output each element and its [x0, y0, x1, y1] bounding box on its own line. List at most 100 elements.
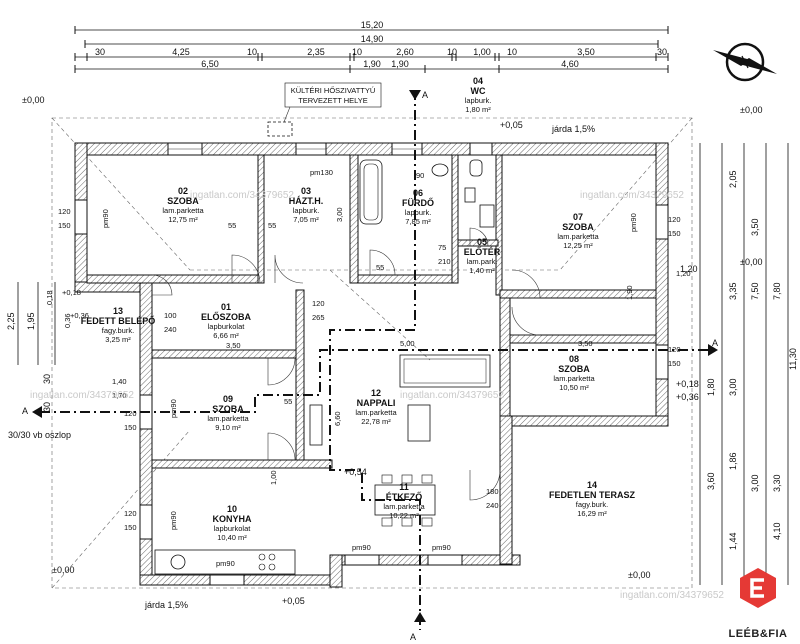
dim-row3-ticks — [74, 53, 669, 61]
north-arrow-icon — [713, 42, 777, 82]
svg-text:3,50: 3,50 — [578, 339, 593, 348]
misc-dimension-labels: pm90 120 150 pm130 55 55 3,00 90 75 210 … — [58, 168, 691, 568]
dim-right-11: 3,30 — [772, 474, 782, 492]
sink-icon — [431, 163, 449, 177]
tv-stand-icon — [309, 404, 323, 446]
svg-text:SZOBA: SZOBA — [212, 404, 244, 414]
section-arrow-top-icon — [409, 90, 421, 100]
svg-text:ingatlan.com/34379652: ingatlan.com/34379652 — [580, 190, 684, 201]
dim-left-1: 1,95 — [26, 312, 36, 330]
svg-text:1,70: 1,70 — [112, 391, 127, 400]
svg-text:pm90: pm90 — [432, 543, 451, 552]
room-13: 13 FEDETT BELÉPŐ fagy.burk. 3,25 m² — [81, 306, 156, 344]
svg-text:04: 04 — [473, 76, 483, 86]
dim-right-8: 3,00 — [728, 378, 738, 396]
dim-right-6: 11,30 — [788, 348, 798, 370]
svg-text:150: 150 — [58, 221, 71, 230]
level-entry-low: +0,36 — [70, 311, 89, 320]
svg-text:120: 120 — [58, 207, 71, 216]
svg-text:ingatlan.com/34379652: ingatlan.com/34379652 — [30, 390, 134, 401]
svg-text:pm90: pm90 — [216, 559, 235, 568]
svg-text:WC: WC — [471, 86, 486, 96]
svg-text:22,78 m²: 22,78 m² — [361, 417, 391, 426]
svg-text:12: 12 — [371, 388, 381, 398]
section-label-top: A — [422, 90, 428, 100]
svg-text:02: 02 — [178, 186, 188, 196]
svg-text:fagy.burk.: fagy.burk. — [102, 326, 134, 335]
dim-r4-0: 6,50 — [201, 59, 219, 69]
svg-text:1,20: 1,20 — [676, 269, 691, 278]
level-wc: +0,05 — [500, 120, 523, 130]
sofa-icon — [399, 354, 491, 388]
svg-text:HÁZT.H.: HÁZT.H. — [289, 196, 324, 206]
level-dining: +0,54 — [344, 467, 367, 477]
svg-text:pm90: pm90 — [169, 511, 178, 530]
dim-right-1: 3,50 — [750, 218, 760, 236]
svg-text:10: 10 — [227, 504, 237, 514]
dim-r3-9: 3,50 — [577, 47, 595, 57]
svg-text:lam.parketta: lam.parketta — [162, 206, 204, 215]
room-08: 08 SZOBA lam.parketta 10,50 m² — [553, 354, 595, 392]
svg-text:SZOBA: SZOBA — [562, 222, 594, 232]
dim-r3-0: 30 — [95, 47, 105, 57]
dim-r4-1: 1,90 — [363, 59, 381, 69]
svg-text:lapburk.: lapburk. — [293, 206, 320, 215]
svg-text:100: 100 — [164, 311, 177, 320]
svg-text:13: 13 — [113, 306, 123, 316]
room-01: 01 ELŐSZOBA lapburkolat 6,66 m² — [201, 302, 252, 340]
svg-text:1,40: 1,40 — [112, 377, 127, 386]
stove-icon — [258, 553, 276, 571]
svg-text:1,90: 1,90 — [625, 285, 634, 300]
level-right-mid: ±0,00 — [740, 257, 762, 267]
room-14: 14 FEDETLEN TERASZ fagy.burk. 16,29 m² — [549, 480, 636, 518]
section-label-left: A — [22, 406, 28, 416]
svg-text:120: 120 — [668, 215, 681, 224]
bathtub-icon — [359, 159, 383, 225]
dim-r3-4: 10 — [352, 47, 362, 57]
dim-right-9: 1,86 — [728, 452, 738, 470]
dim-r3-10: 30 — [657, 47, 667, 57]
room-10: 10 KONYHA lapburkolat 10,40 m² — [212, 504, 252, 542]
level-markers: ±0,00 ±0,00 ±0,00 ±0,00 ±0,00 +0,05 +0,1… — [22, 95, 762, 606]
level-right-top: ±0,00 — [740, 105, 762, 115]
heat-pump-note: KÜLTÉRI HŐSZIVATTYÚ TERVEZETT HELYE — [283, 82, 382, 123]
section-lines — [32, 90, 718, 630]
dim-right-2: 1,20 — [680, 264, 698, 274]
svg-text:11: 11 — [399, 482, 409, 492]
svg-text:lam.parketta: lam.parketta — [355, 408, 397, 417]
room-06: 06 FÜRDŐ lapburk. 7,85 m² — [402, 188, 434, 226]
toilet-icon — [469, 159, 483, 177]
svg-text:ingatlan.com/34379652: ingatlan.com/34379652 — [620, 590, 724, 601]
room-02: 02 SZOBA lam.parketta 12,75 m² — [162, 186, 204, 224]
kitchen-sink-icon — [170, 554, 186, 570]
dim-left-4: 30 — [42, 374, 52, 384]
dim-left-3: 0,36 — [63, 313, 72, 328]
left-dimensions — [17, 282, 56, 365]
svg-text:150: 150 — [124, 523, 137, 532]
svg-text:SZOBA: SZOBA — [558, 364, 590, 374]
svg-text:03: 03 — [301, 186, 311, 196]
svg-text:pm90: pm90 — [169, 399, 178, 418]
svg-text:1,00: 1,00 — [269, 470, 278, 485]
svg-text:lapburk.: lapburk. — [465, 96, 492, 105]
svg-text:265: 265 — [312, 313, 325, 322]
svg-text:14: 14 — [587, 480, 597, 490]
svg-text:pm90: pm90 — [352, 543, 371, 552]
svg-text:150: 150 — [124, 423, 137, 432]
svg-text:01: 01 — [221, 302, 231, 312]
svg-text:3,25 m²: 3,25 m² — [105, 335, 131, 344]
svg-text:1,80 m²: 1,80 m² — [465, 105, 491, 114]
svg-text:180: 180 — [486, 487, 499, 496]
dim-r3-8: 10 — [507, 47, 517, 57]
fixtures — [154, 121, 495, 575]
room-12: 12 NAPPALI lam.parketta 22,78 m² — [355, 388, 397, 426]
level-terrace-top: +0,18 — [676, 379, 699, 389]
room-11: 11 ÉTKEZŐ lam.parketta 10,22 m² — [383, 482, 425, 520]
dim-right-14: 4,10 — [772, 522, 782, 540]
svg-text:lapburk.: lapburk. — [405, 208, 432, 217]
dim-left-5: 30 — [42, 402, 52, 412]
svg-text:55: 55 — [284, 397, 292, 406]
svg-text:120: 120 — [312, 299, 325, 308]
logo-text: LEÉB&FIA — [728, 628, 788, 640]
svg-text:lam.park.: lam.park. — [467, 257, 498, 266]
